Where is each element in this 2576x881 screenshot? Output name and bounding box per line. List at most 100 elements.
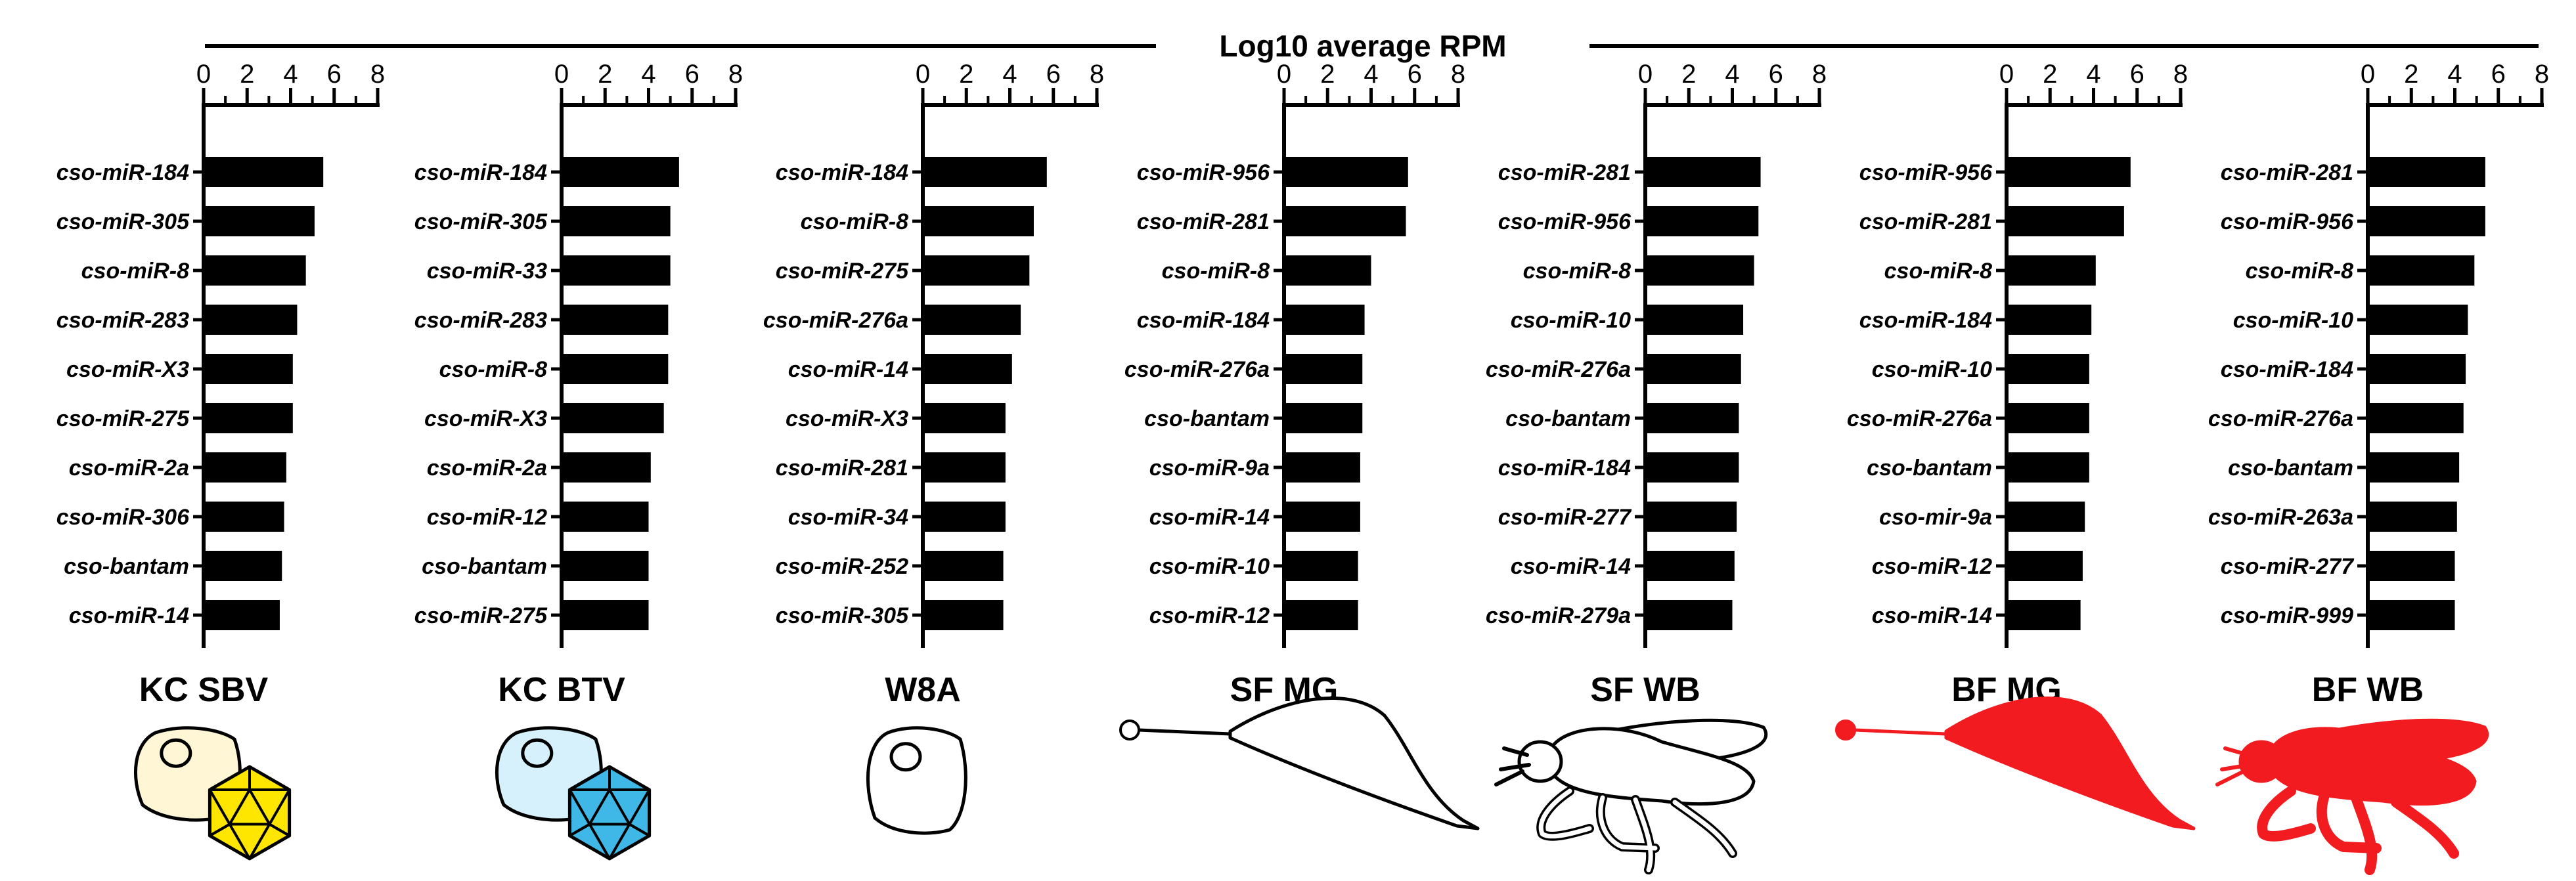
bar xyxy=(1284,206,1406,236)
bar xyxy=(2007,255,2096,286)
x-tick-label: 4 xyxy=(641,60,655,89)
category-label: cso-miR-306 xyxy=(56,505,190,530)
x-tick-label: 2 xyxy=(240,60,254,89)
bar xyxy=(2368,354,2466,384)
bar xyxy=(562,206,671,236)
virus-icon xyxy=(208,765,292,861)
bar xyxy=(204,600,280,630)
category-label: cso-mir-9a xyxy=(1879,505,1992,530)
bar xyxy=(204,452,286,483)
x-tick-label: 6 xyxy=(327,60,342,89)
x-tick-label: 6 xyxy=(2491,60,2506,89)
x-tick-label: 0 xyxy=(2361,60,2375,89)
category-label: cso-miR-252 xyxy=(776,554,908,579)
category-label: cso-miR-10 xyxy=(1872,357,1992,382)
bar xyxy=(1645,452,1739,483)
category-label: cso-miR-281 xyxy=(1498,160,1631,185)
bar xyxy=(923,403,1006,433)
bar xyxy=(562,305,669,335)
category-label: cso-miR-956 xyxy=(1498,209,1632,234)
bar xyxy=(2368,255,2475,286)
category-label: cso-miR-283 xyxy=(414,308,547,333)
x-tick-label: 8 xyxy=(728,60,743,89)
category-label: cso-miR-8 xyxy=(81,259,189,284)
category-label: cso-miR-8 xyxy=(1884,259,1992,284)
category-label: cso-miR-184 xyxy=(2221,357,2353,382)
category-label: cso-miR-956 xyxy=(1137,160,1270,185)
bar xyxy=(2007,206,2124,236)
bar xyxy=(562,452,651,483)
icons xyxy=(134,696,2489,875)
bar xyxy=(562,157,679,187)
category-label: cso-bantam xyxy=(1505,406,1631,431)
bar xyxy=(1645,255,1754,286)
x-tick-label: 4 xyxy=(1002,60,1017,89)
bar xyxy=(923,206,1034,236)
leg xyxy=(2316,792,2382,853)
category-label: cso-miR-277 xyxy=(1498,505,1632,530)
bar xyxy=(923,452,1006,483)
category-label: cso-miR-184 xyxy=(1137,308,1270,333)
x-tick-label: 6 xyxy=(685,60,700,89)
category-label: cso-miR-12 xyxy=(1149,603,1270,628)
category-label: cso-miR-956 xyxy=(1859,160,1993,185)
category-label: cso-miR-184 xyxy=(1859,308,1992,333)
x-tick-label: 4 xyxy=(283,60,298,89)
category-label: cso-bantam xyxy=(64,554,189,579)
category-label: cso-miR-14 xyxy=(1149,505,1270,530)
category-label: cso-miR-281 xyxy=(1859,209,1992,234)
x-tick-label: 2 xyxy=(959,60,973,89)
panel-title: SF WB xyxy=(1590,671,1700,709)
bar xyxy=(1284,403,1363,433)
leg xyxy=(2391,797,2459,859)
bar xyxy=(2368,157,2485,187)
bar xyxy=(923,354,1012,384)
x-tick-label: 2 xyxy=(2404,60,2418,89)
bar xyxy=(2368,502,2457,532)
category-label: cso-miR-10 xyxy=(1511,308,1631,333)
bar xyxy=(2007,452,2089,483)
bar xyxy=(1284,305,1365,335)
figure-header: Log10 average RPM xyxy=(205,29,2539,63)
bar xyxy=(1645,502,1737,532)
category-label: cso-miR-8 xyxy=(801,209,908,234)
nucleus xyxy=(160,738,192,768)
bar xyxy=(1645,206,1759,236)
category-label: cso-bantam xyxy=(1144,406,1270,431)
x-tick-label: 0 xyxy=(916,60,930,89)
category-label: cso-miR-12 xyxy=(427,505,547,530)
x-tick-label: 6 xyxy=(1408,60,1422,89)
bar xyxy=(2368,600,2455,630)
category-label: cso-miR-276a xyxy=(2208,406,2353,431)
x-tick-label: 6 xyxy=(1046,60,1061,89)
bar xyxy=(1284,452,1360,483)
bar xyxy=(562,403,664,433)
x-tick-label: 6 xyxy=(2130,60,2144,89)
category-label: cso-miR-2a xyxy=(69,456,189,481)
category-label: cso-bantam xyxy=(1867,456,1992,481)
category-label: cso-miR-276a xyxy=(1486,357,1631,382)
category-label: cso-miR-279a xyxy=(1486,603,1631,628)
bar xyxy=(204,354,293,384)
category-label: cso-miR-184 xyxy=(776,160,908,185)
panel-title: KC BTV xyxy=(498,671,625,709)
x-tick-label: 2 xyxy=(2043,60,2057,89)
cell-icon xyxy=(866,726,967,835)
bar xyxy=(923,305,1021,335)
x-tick-label: 8 xyxy=(2173,60,2188,89)
virus-icon xyxy=(567,765,652,861)
bar xyxy=(562,551,649,581)
category-label: cso-miR-X3 xyxy=(424,406,547,431)
category-label: cso-miR-8 xyxy=(1523,259,1631,284)
bar xyxy=(2368,403,2464,433)
category-label: cso-miR-14 xyxy=(69,603,189,628)
x-tick-label: 0 xyxy=(1277,60,1291,89)
bar xyxy=(204,157,324,187)
category-label: cso-miR-8 xyxy=(2246,259,2353,284)
bar xyxy=(2007,354,2089,384)
category-label: cso-miR-276a xyxy=(1847,406,1992,431)
category-label: cso-miR-184 xyxy=(414,160,547,185)
x-tick-label: 8 xyxy=(370,60,385,89)
cell-icon xyxy=(866,726,967,835)
